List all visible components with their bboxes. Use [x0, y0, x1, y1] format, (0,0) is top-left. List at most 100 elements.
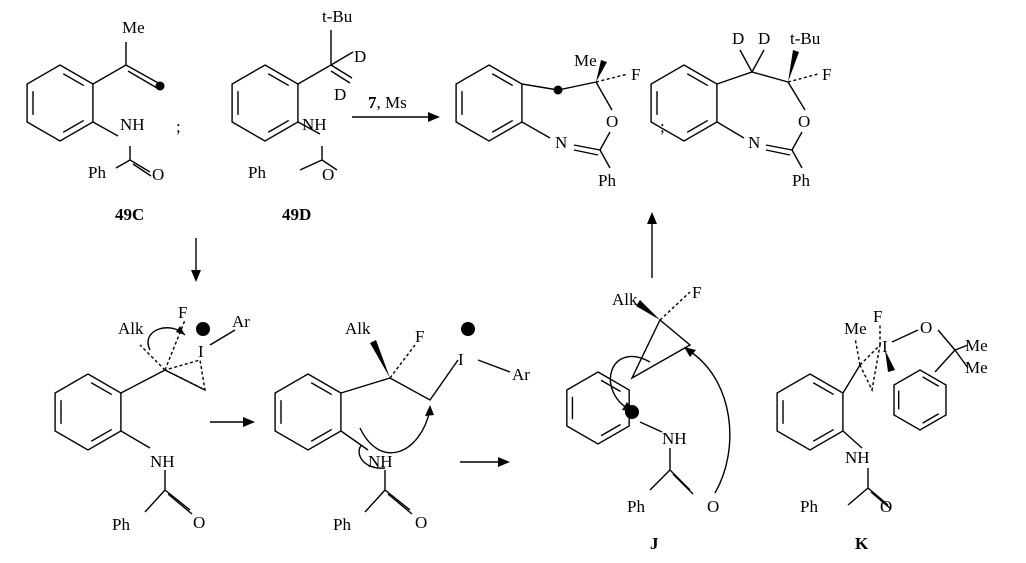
- alkyl-label: Alk: [118, 319, 144, 338]
- nh-label: NH: [302, 115, 327, 134]
- oxygen-label: O: [322, 165, 334, 184]
- bond: [115, 159, 131, 169]
- additive-label: , Ms: [377, 93, 407, 112]
- benzene-ring: [566, 371, 630, 445]
- bond: [297, 121, 321, 135]
- bond: [595, 81, 613, 111]
- aromatic-double-bond: [267, 119, 290, 133]
- double-bond: [765, 149, 791, 156]
- alkyl-label: Alk: [345, 319, 371, 338]
- svg-text:+: +: [463, 322, 470, 337]
- compound-label-K: K: [855, 534, 869, 553]
- oxygen-label: O: [415, 513, 427, 532]
- aromatic-double-bond: [812, 382, 835, 396]
- separator: ;: [176, 117, 181, 136]
- bond: [716, 121, 745, 139]
- aromatic-double-bond: [686, 73, 709, 87]
- nh-label: NH: [662, 429, 687, 448]
- benzene-ring: [455, 64, 523, 142]
- iodine-label: I: [458, 350, 464, 369]
- compound-label-J: J: [650, 534, 659, 553]
- compound-label-49C: 49C: [115, 205, 144, 224]
- aromatic-double-bond: [90, 382, 113, 396]
- alkyl-label: Alk: [612, 290, 638, 309]
- fluorine-label: F: [631, 65, 640, 84]
- bond: [92, 42, 127, 85]
- bond: [791, 149, 803, 169]
- intermediate-2: Alk F + I Ar NH Ph O: [333, 319, 530, 534]
- double-bond: [330, 70, 351, 84]
- aromatic-double-bond: [267, 73, 290, 87]
- bond: [125, 64, 161, 85]
- benzene-ring: [893, 369, 947, 431]
- product-2: D D t-Bu F O N Ph: [716, 29, 831, 190]
- bond: [330, 64, 353, 79]
- positive-charge-icon: [196, 322, 210, 336]
- fluorine-label: F: [873, 307, 882, 326]
- oxygen-label: O: [707, 497, 719, 516]
- oxygen-label: O: [880, 497, 892, 516]
- aryl-label: Ar: [232, 312, 250, 331]
- svg-text:+: +: [627, 405, 634, 420]
- benzene-ring: [26, 64, 94, 142]
- arrow-right: [210, 417, 255, 427]
- bond: [330, 51, 354, 66]
- phenyl-label: Ph: [627, 497, 645, 516]
- oxygen-label: O: [920, 318, 932, 337]
- phenyl-label: Ph: [792, 171, 810, 190]
- benzene-ring: [650, 64, 718, 142]
- positive-charge-icon: [461, 322, 475, 336]
- methyl-label: Me: [122, 18, 145, 37]
- nh-label: NH: [120, 115, 145, 134]
- nitrogen-label: N: [555, 133, 567, 152]
- compound-49C: Me NH Ph O 49C: [88, 18, 165, 224]
- benzene-rings: [26, 64, 947, 451]
- double-bond: [127, 70, 158, 89]
- arrow-right: [460, 457, 510, 467]
- phenyl-label: Ph: [333, 515, 351, 534]
- deuterium-label: D: [758, 29, 770, 48]
- arrow-down: [191, 238, 201, 282]
- benzene-ring: [231, 64, 299, 142]
- wedge-bond: [788, 50, 799, 82]
- hash-bond: [787, 73, 819, 83]
- aromatic-double-bond: [310, 428, 333, 442]
- deuterium-label: D: [334, 85, 346, 104]
- bond: [132, 163, 152, 177]
- deuterium-label: D: [354, 47, 366, 66]
- oxygen-label: O: [798, 112, 810, 131]
- phenyl-label: Ph: [88, 163, 106, 182]
- oxygen-label: O: [606, 112, 618, 131]
- aromatic-double-bond: [62, 73, 85, 87]
- methyl-label: Me: [574, 51, 597, 70]
- iodine-label: I: [198, 342, 204, 361]
- bond: [573, 144, 601, 151]
- fluorine-label: F: [692, 283, 701, 302]
- bond: [787, 81, 806, 111]
- aryl-label: Ar: [512, 365, 530, 384]
- aromatic-double-bond: [491, 73, 514, 87]
- bond: [716, 71, 789, 85]
- double-bond: [573, 149, 599, 156]
- phenyl-label: Ph: [112, 515, 130, 534]
- reagent-label: 7: [368, 93, 377, 112]
- benzene-ring: [776, 373, 844, 451]
- intermediate-J: Alk F + NH Ph O J: [609, 283, 731, 553]
- bond: [765, 144, 793, 151]
- intermediate-1: Alk F + I Ar NH Ph O: [112, 303, 250, 534]
- bond: [751, 49, 765, 73]
- tert-butyl-label: t-Bu: [790, 29, 821, 48]
- aromatic-double-bond: [600, 423, 621, 437]
- wedge-bond: [596, 60, 607, 82]
- compound-49D: t-Bu D D NH Ph O 49D: [248, 7, 366, 224]
- aromatic-double-bond: [90, 428, 113, 442]
- positive-charge-icon: [625, 405, 639, 419]
- nh-label: NH: [368, 452, 393, 471]
- svg-text:7, Ms: 7, Ms: [368, 93, 407, 112]
- radical-dot: [155, 81, 165, 91]
- bond: [92, 121, 119, 137]
- bond: [299, 159, 323, 171]
- hash-bond: [595, 73, 629, 83]
- fluorine-label: F: [415, 327, 424, 346]
